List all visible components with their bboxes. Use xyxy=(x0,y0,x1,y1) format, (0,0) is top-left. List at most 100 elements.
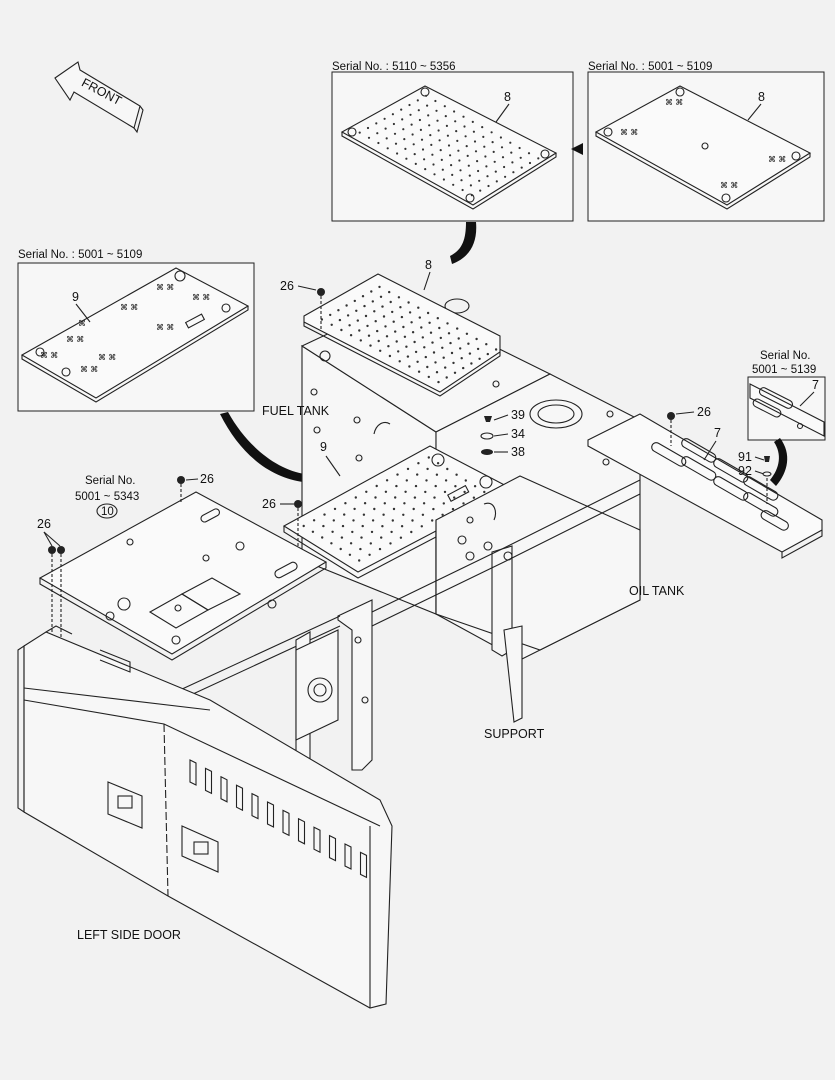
perforation-hole xyxy=(400,108,403,111)
perforation-hole xyxy=(478,357,481,360)
perforation-hole xyxy=(426,104,429,107)
perforation-hole xyxy=(420,138,424,141)
perforation-hole xyxy=(444,115,447,118)
inset-right-serial-title: Serial No. xyxy=(760,350,811,362)
perforation-hole xyxy=(353,299,356,303)
perforation-hole xyxy=(462,115,465,118)
perforation-hole xyxy=(428,124,431,127)
perforation-hole xyxy=(417,109,420,112)
perforation-hole xyxy=(431,153,434,156)
perforation-hole xyxy=(453,496,456,499)
perforation-hole xyxy=(479,189,482,192)
perforation-hole xyxy=(321,536,324,539)
perforation-hole xyxy=(467,164,470,167)
perforation-hole xyxy=(412,143,415,146)
perforation-hole xyxy=(391,113,394,116)
perforation-hole xyxy=(465,332,469,335)
perforation-hole xyxy=(442,502,445,505)
perforation-hole xyxy=(410,321,413,324)
bolt-26-center: 26 xyxy=(262,497,302,570)
perforation-hole xyxy=(404,490,407,493)
perforation-hole xyxy=(369,542,372,545)
perforation-hole xyxy=(343,513,346,516)
callout-39: 39 xyxy=(511,408,525,422)
perforation-hole xyxy=(351,530,354,534)
perforation-hole xyxy=(435,371,439,374)
perforation-hole xyxy=(421,148,425,151)
perforation-hole xyxy=(417,370,421,373)
svg-text:⌘ ⌘: ⌘ ⌘ xyxy=(156,283,174,292)
svg-text:⌘: ⌘ xyxy=(78,319,86,328)
perforation-hole xyxy=(460,179,463,182)
perforation-hole xyxy=(378,285,381,289)
perforation-hole xyxy=(331,530,334,533)
perforation-hole xyxy=(486,175,489,178)
perforation-hole xyxy=(446,134,449,137)
perforation-hole xyxy=(384,490,388,493)
callout-8: 8 xyxy=(425,258,432,272)
perforation-hole xyxy=(481,126,484,129)
perforation-hole xyxy=(432,163,435,166)
inset-right-part-number: 7 xyxy=(812,378,819,392)
perforation-hole xyxy=(429,134,432,137)
perforation-hole xyxy=(450,164,453,167)
bolt-26-top: 26 xyxy=(280,279,325,330)
perforation-hole xyxy=(485,343,488,346)
perforation-hole xyxy=(393,132,397,135)
perforation-hole xyxy=(511,161,514,164)
louver-slot xyxy=(344,843,352,870)
callout-26-center: 26 xyxy=(262,497,276,511)
callout-26-left-pair: 26 xyxy=(37,517,51,531)
left-side-door xyxy=(17,625,393,1009)
perforation-hole xyxy=(447,144,451,147)
perforation-hole xyxy=(444,366,447,369)
perforation-hole xyxy=(423,346,426,349)
perforation-hole xyxy=(405,345,408,348)
perforation-hole xyxy=(447,332,451,335)
perforation-hole xyxy=(394,330,397,333)
callout-91: 91 xyxy=(738,450,752,464)
perforation-hole xyxy=(367,334,371,337)
perforation-hole xyxy=(361,524,364,528)
perforation-hole xyxy=(401,118,404,121)
perforation-hole xyxy=(428,321,431,324)
perforation-hole xyxy=(384,127,387,130)
perforation-hole xyxy=(397,296,401,299)
perforation-hole xyxy=(358,559,361,562)
perforation-hole xyxy=(369,344,372,347)
perforation-hole xyxy=(463,125,466,128)
perforation-hole xyxy=(365,490,368,493)
perforation-hole xyxy=(494,348,498,351)
perforation-hole xyxy=(376,329,379,333)
perforation-hole xyxy=(390,530,393,534)
perforation-hole xyxy=(503,165,506,169)
support-label: SUPPORT xyxy=(484,727,545,741)
perforation-hole xyxy=(456,139,459,142)
perforation-hole xyxy=(339,547,342,551)
louver-slot xyxy=(297,817,306,845)
perforation-hole xyxy=(424,355,427,359)
perforation-hole xyxy=(410,530,413,534)
svg-text:⌘ ⌘: ⌘ ⌘ xyxy=(156,323,174,332)
svg-text:⌘ ⌘: ⌘ ⌘ xyxy=(40,351,58,360)
perforation-hole xyxy=(494,170,497,173)
perforation-hole xyxy=(355,309,358,312)
callout-92: 92 xyxy=(738,464,752,478)
perforation-hole xyxy=(337,309,340,312)
perforation-hole xyxy=(509,141,512,144)
curved-pointer-left xyxy=(220,412,305,482)
perforation-hole xyxy=(381,525,384,528)
perforation-hole xyxy=(419,128,422,131)
perforation-hole xyxy=(518,146,521,150)
perforation-hole xyxy=(383,117,386,120)
callout-7: 7 xyxy=(714,426,721,440)
washer-34: 34 xyxy=(480,427,525,441)
louver-slot xyxy=(328,834,337,862)
perforation-hole xyxy=(364,314,368,318)
perforation-hole xyxy=(348,553,352,556)
left-cover-plate-10: Serial No. 5001 ~ 5343 10 xyxy=(38,475,328,661)
perforation-hole xyxy=(368,553,371,556)
perforation-hole xyxy=(493,160,496,163)
perforation-hole xyxy=(445,376,448,379)
top-cover-plate-8 xyxy=(303,273,501,397)
